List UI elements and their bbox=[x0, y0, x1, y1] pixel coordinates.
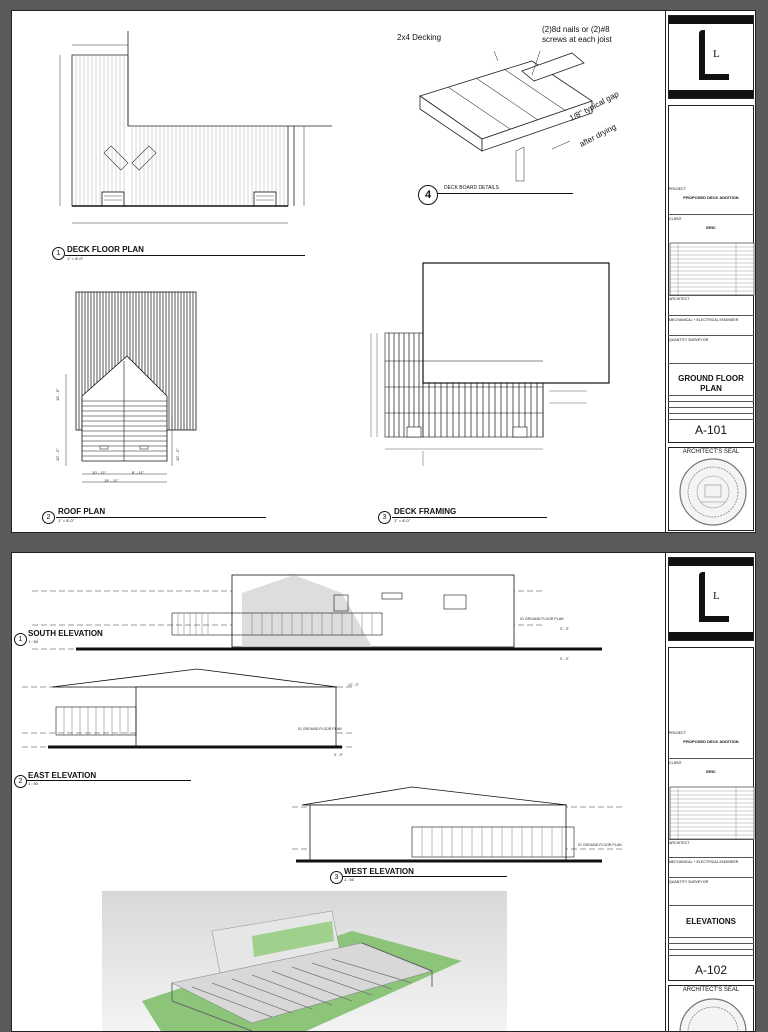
firm-logo: L bbox=[668, 557, 754, 641]
view-title-line bbox=[26, 780, 191, 781]
client-name: ERIC bbox=[706, 225, 716, 230]
architect-seal-icon bbox=[679, 458, 747, 526]
view-number-1: 1 bbox=[14, 633, 27, 646]
view-number-1: 1 bbox=[52, 247, 65, 260]
view-number-3: 3 bbox=[330, 871, 343, 884]
roof-plan-title: ROOF PLAN bbox=[58, 507, 106, 516]
seal-box bbox=[668, 447, 754, 531]
east-top-level-elev: 12' - 0" bbox=[348, 683, 359, 687]
deck-floor-plan-title: DECK FLOOR PLAN bbox=[67, 245, 144, 254]
project-name: PROPOSED DECK ADDITION bbox=[683, 195, 739, 200]
deck-framing-drawing bbox=[370, 262, 610, 466]
revision-table bbox=[669, 786, 755, 840]
south-ground-level-label: 01 GROUND FLOOR PLAN bbox=[520, 617, 564, 621]
deck-framing-scale: 1" = 8'-0" bbox=[394, 518, 411, 523]
title-block: L PROJECT PROPOSED DECK ADDITION CLIENT … bbox=[665, 553, 755, 1031]
revision-table bbox=[669, 242, 755, 296]
logo-letter: L bbox=[713, 48, 720, 60]
logo-letter: L bbox=[713, 590, 720, 602]
south-elevation-scale: 1 : 50 bbox=[28, 639, 39, 644]
roof-dim-2: 10' - 2" bbox=[55, 448, 60, 461]
view-number-3: 3 bbox=[378, 511, 391, 524]
client-label: CLIENT bbox=[669, 761, 682, 765]
roof-dim-4: 10' - 11" bbox=[92, 470, 107, 475]
sheet-a101: 1 DECK FLOOR PLAN 1" = 8'-0" 2x4 Decking… bbox=[11, 10, 756, 533]
client-name: ERIC bbox=[706, 769, 716, 774]
roof-dim-5: 8' - 11" bbox=[132, 470, 145, 475]
roof-dim-6: 19' - 11" bbox=[104, 478, 119, 483]
sheet-title: ELEVATIONS bbox=[686, 917, 736, 926]
architect-label: ARCHITECT bbox=[669, 297, 690, 301]
deck-floor-plan-scale: 1" = 8'-0" bbox=[67, 256, 84, 261]
mep-engineer-label: MECHANICAL + ELECTRICAL ENGINEER bbox=[669, 318, 739, 322]
west-ground-level-label: 01 GROUND FLOOR PLAN bbox=[578, 843, 622, 847]
architect-label: ARCHITECT bbox=[669, 841, 690, 845]
project-label: PROJECT bbox=[669, 187, 686, 191]
logo-mark-icon bbox=[699, 30, 729, 80]
view-title-line bbox=[342, 876, 507, 877]
3d-render bbox=[102, 891, 507, 1031]
nails-note-line2: screws at each joist bbox=[542, 35, 612, 44]
west-elevation-drawing bbox=[292, 786, 622, 863]
sheet-number: A-102 bbox=[694, 963, 728, 977]
mep-engineer-label: MECHANICAL + ELECTRICAL ENGINEER bbox=[669, 860, 739, 864]
seal-label: ARCHITECT'S SEAL bbox=[682, 449, 740, 455]
quantity-surveyor-label: QUANTITY SURVEYOR bbox=[669, 338, 709, 342]
east-ground-level-elev: 0' - 0" bbox=[334, 753, 343, 757]
deck-floor-plan-drawing bbox=[59, 31, 332, 224]
south-elevation-drawing bbox=[32, 574, 602, 651]
deck-framing-title: DECK FRAMING bbox=[394, 507, 457, 516]
sheet-title: GROUND FLOOR PLAN bbox=[678, 374, 744, 393]
west-elevation-scale: 1 : 50 bbox=[344, 877, 355, 882]
roof-plan-scale: 1" = 8'-0" bbox=[58, 518, 75, 523]
east-elevation-scale: 1 : 50 bbox=[28, 781, 39, 786]
render-drawing bbox=[142, 910, 462, 1031]
south-elevation-title: SOUTH ELEVATION bbox=[28, 629, 103, 638]
view-title-line bbox=[438, 193, 573, 194]
south-low-level-elev: 0' - 0" bbox=[560, 657, 569, 661]
sheet-a102: 1 SOUTH ELEVATION 1 : 50 01 GROUND FLOOR… bbox=[11, 552, 756, 1032]
nails-note-line1: (2)8d nails or (2)#8 bbox=[542, 25, 610, 34]
project-label: PROJECT bbox=[669, 731, 686, 735]
view-title-line bbox=[392, 517, 547, 518]
view-number-4: 4 bbox=[418, 185, 438, 205]
view-number-2: 2 bbox=[42, 511, 55, 524]
seal-box bbox=[668, 985, 754, 1031]
roof-dim-3: 10' - 2" bbox=[175, 448, 180, 461]
deck-board-detail-drawing bbox=[419, 50, 593, 182]
deck-board-details-title: DECK BOARD DETAILS bbox=[444, 185, 499, 191]
title-block: L PROJECT PROPOSED DECK ADDITION CLIENT … bbox=[665, 11, 755, 532]
client-label: CLIENT bbox=[669, 217, 682, 221]
view-number-2: 2 bbox=[14, 775, 27, 788]
roof-plan-drawing bbox=[65, 291, 197, 483]
sheet-number: A-101 bbox=[694, 423, 728, 437]
west-elevation-title: WEST ELEVATION bbox=[344, 867, 414, 876]
logo-mark-icon bbox=[699, 572, 729, 622]
east-ground-level-label: 01 GROUND FLOOR PLAN bbox=[298, 727, 342, 731]
view-title-line bbox=[56, 517, 266, 518]
architect-seal-icon bbox=[679, 998, 747, 1031]
roof-dim-1: 10' - 5" bbox=[55, 388, 60, 401]
view-title-line bbox=[65, 255, 305, 256]
quantity-surveyor-label: QUANTITY SURVEYOR bbox=[669, 880, 709, 884]
seal-label: ARCHITECT'S SEAL bbox=[682, 987, 740, 993]
east-elevation-title: EAST ELEVATION bbox=[28, 771, 97, 780]
project-name: PROPOSED DECK ADDITION bbox=[683, 739, 739, 744]
south-ground-level-elev: 3' - 3" bbox=[560, 627, 569, 631]
east-elevation-drawing bbox=[22, 668, 352, 749]
firm-logo: L bbox=[668, 15, 754, 99]
decking-note: 2x4 Decking bbox=[397, 33, 442, 42]
